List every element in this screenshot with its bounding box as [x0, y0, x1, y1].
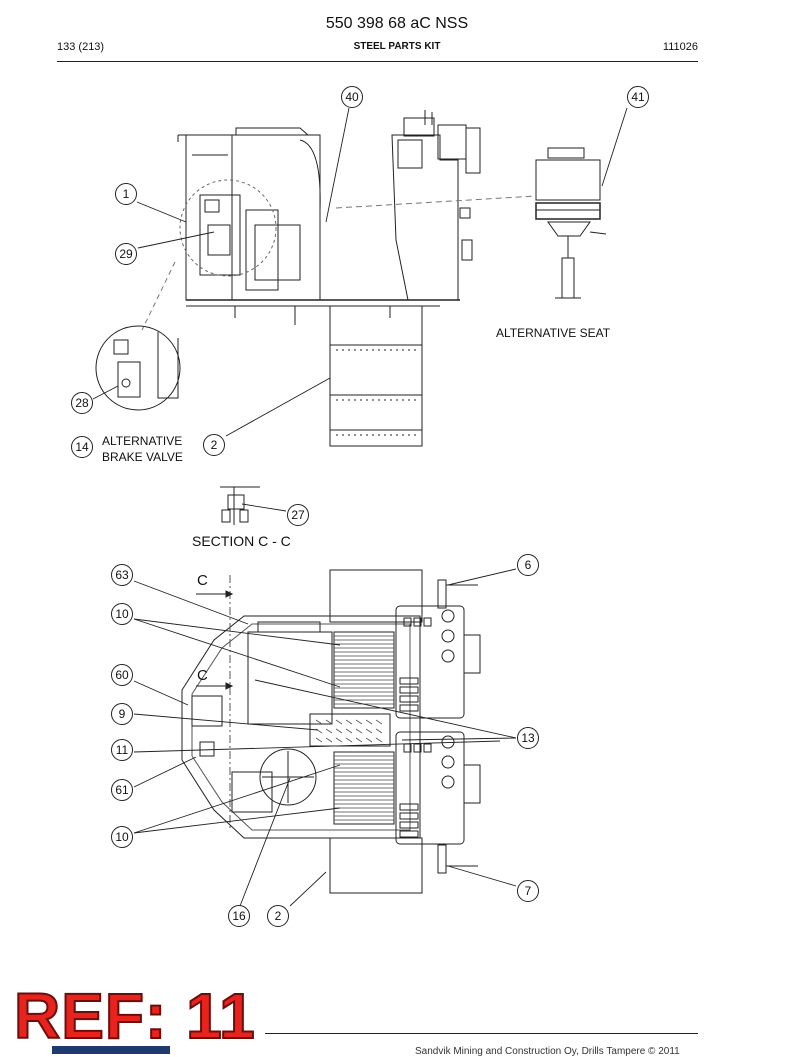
- footer-divider: [265, 1033, 698, 1034]
- callout-bubble: 10: [111, 826, 133, 848]
- document-code: 111026: [662, 41, 698, 53]
- console-switch: [399, 695, 419, 703]
- callout-bubble: 28: [71, 392, 93, 414]
- console-switch: [399, 830, 419, 838]
- cabin-side-view: [141, 110, 537, 331]
- callout-bubble: 63: [111, 564, 133, 586]
- callout-bubble: 29: [115, 243, 137, 265]
- callout-bubble: 10: [111, 603, 133, 625]
- leader-lines: [92, 107, 628, 907]
- page-number: 133 (213): [57, 41, 105, 53]
- callout-bubble: 60: [111, 664, 133, 686]
- console-controls: [399, 609, 455, 838]
- callout-bubble: 6: [517, 554, 539, 576]
- brand-logo: [52, 1046, 170, 1054]
- callout-bubble: 9: [111, 703, 133, 725]
- callout-bubble: 1: [115, 183, 137, 205]
- callout-bubble: 11: [111, 739, 133, 761]
- console-lever: [423, 743, 432, 753]
- cut-mark-lower: C: [197, 667, 208, 684]
- tread-pattern: [315, 719, 383, 743]
- grate-lines: [334, 635, 394, 821]
- alternative-seat-label: ALTERNATIVE SEAT: [496, 326, 611, 340]
- console-switch: [399, 812, 419, 820]
- console-knob: [441, 775, 455, 789]
- copyright-text: Sandvik Mining and Construction Oy, Dril…: [415, 1046, 680, 1057]
- console-switch: [399, 686, 419, 694]
- callout-bubble: 2: [203, 434, 225, 456]
- callout-bubble: 27: [287, 504, 309, 526]
- alternative-brake-valve-label-line2: BRAKE VALVE: [102, 450, 183, 464]
- cut-mark-upper: C: [197, 572, 208, 589]
- console-knob: [441, 649, 455, 663]
- console-switch: [399, 704, 419, 712]
- console-knob: [441, 629, 455, 643]
- console-lever: [413, 617, 422, 627]
- callout-bubble: 7: [517, 880, 539, 902]
- cabin-top-view: [181, 569, 481, 894]
- brake-valve-detail: [95, 325, 181, 411]
- console-knob: [441, 755, 455, 769]
- document-title: 550 398 68 aC NSS: [325, 15, 469, 32]
- callout-bubble: 16: [228, 905, 250, 927]
- callout-bubble: 41: [627, 86, 649, 108]
- kit-title: STEEL PARTS KIT: [353, 41, 441, 52]
- console-switch: [399, 803, 419, 811]
- section-label: SECTION C - C: [192, 533, 291, 549]
- access-steps: [329, 305, 423, 447]
- console-lever: [413, 743, 422, 753]
- console-knob: [441, 609, 455, 623]
- callout-bubble: 13: [517, 727, 539, 749]
- header-divider: [57, 61, 698, 62]
- detail-circle-upper: [179, 179, 277, 277]
- console-switch: [399, 821, 419, 829]
- callout-bubble: 61: [111, 779, 133, 801]
- callout-bubble: 14: [71, 436, 93, 458]
- section-valve: [220, 486, 260, 525]
- callout-bubble: 40: [341, 86, 363, 108]
- ref-stamp: REF: 11: [13, 980, 256, 1052]
- console-lever: [403, 617, 412, 627]
- callout-bubble: 2: [267, 905, 289, 927]
- alternative-brake-valve-label-line1: ALTERNATIVE: [102, 434, 183, 448]
- section-cut-arrows: [196, 590, 234, 690]
- console-lever: [423, 617, 432, 627]
- alternative-seat-drawing: [535, 147, 607, 299]
- console-switch: [399, 677, 419, 685]
